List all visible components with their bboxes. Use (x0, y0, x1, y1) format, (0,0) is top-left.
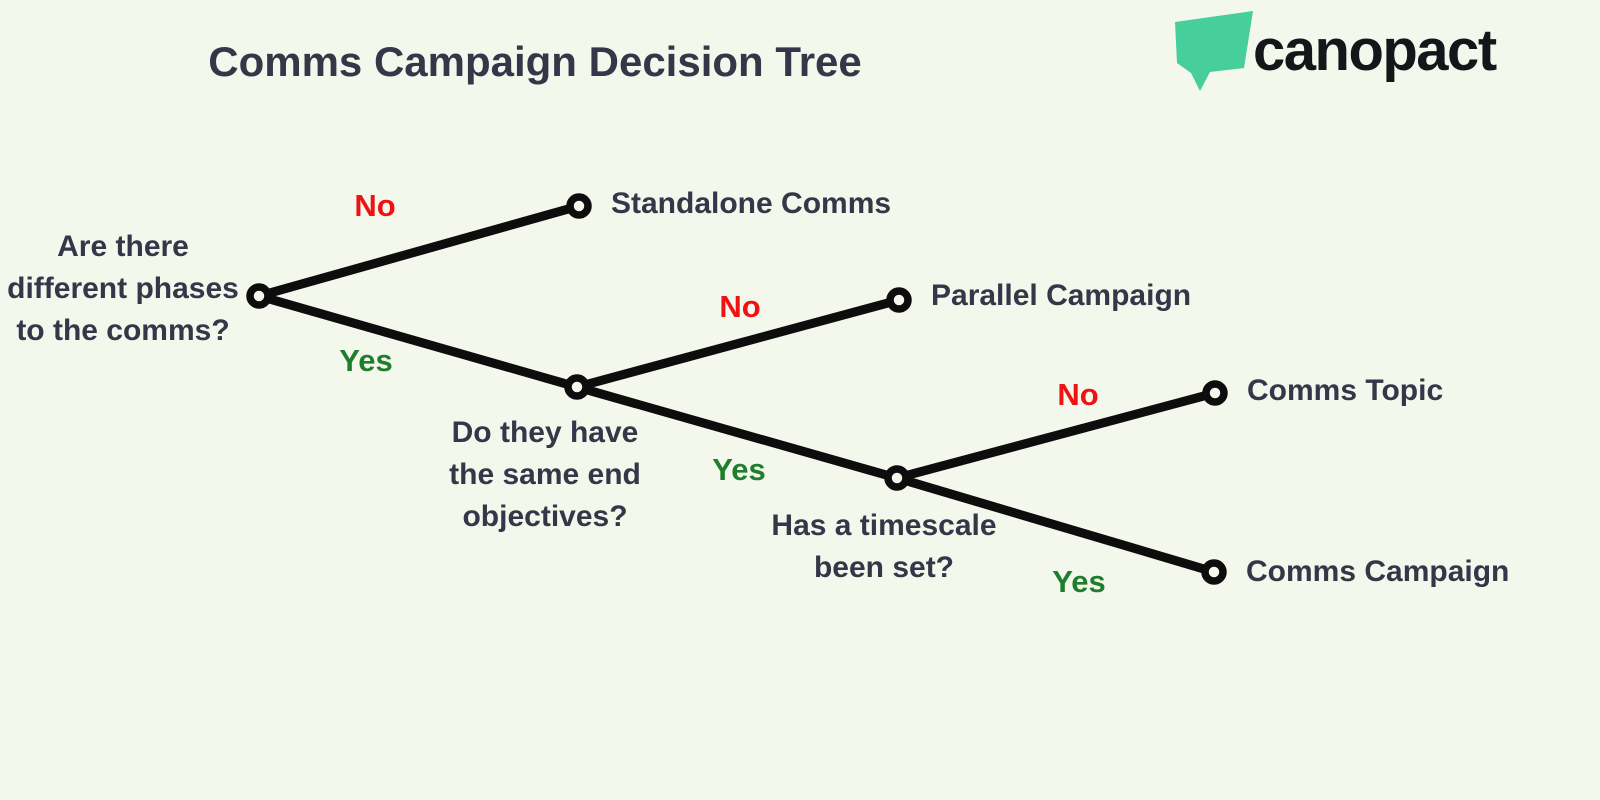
question-line: Has a timescale (771, 509, 997, 542)
edge-q3-no (892, 388, 1220, 483)
question-line: the same end (449, 458, 641, 491)
edge-q3-yes (892, 473, 1219, 577)
outcome-comms-topic: Comms Topic (1247, 374, 1444, 407)
question-text-q1: Are there different phases to the comms? (3, 226, 243, 352)
node-comms-campaign (1201, 559, 1227, 585)
page-title: Comms Campaign Decision Tree (208, 38, 862, 85)
question-line: been set? (813, 551, 955, 584)
edge-q1-yes (254, 291, 582, 392)
edge-q2-yes (572, 382, 902, 483)
branch-label-yes-1: Yes (339, 343, 393, 378)
question-line: Are there (57, 230, 189, 263)
branch-label-no-2: No (719, 289, 761, 324)
edge-q2-no (572, 295, 904, 392)
branch-label-no-3: No (1057, 377, 1099, 412)
branch-label-yes-3: Yes (1052, 564, 1106, 599)
branch-label-yes-2: Yes (712, 452, 766, 487)
branch-label-no-1: No (354, 188, 396, 223)
node-comms-topic (1202, 380, 1228, 406)
brand-logo: canopact (1150, 5, 1550, 100)
node-q2 (564, 374, 590, 400)
question-text-q2: Do they have the same end objectives? (425, 412, 665, 538)
question-line: objectives? (462, 500, 628, 533)
question-line: to the comms? (16, 314, 230, 347)
node-q3 (884, 465, 910, 491)
question-line: Do they have (451, 416, 639, 449)
node-parallel-campaign (886, 287, 912, 313)
speech-bubble-icon (1175, 11, 1253, 91)
node-q1 (246, 283, 272, 309)
outcome-parallel-campaign: Parallel Campaign (931, 279, 1192, 312)
question-text-q3: Has a timescale been set? (744, 505, 1024, 589)
brand-name: canopact (1253, 18, 1497, 83)
outcome-comms-campaign: Comms Campaign (1246, 555, 1510, 588)
question-line: different phases (7, 272, 239, 305)
edge-q1-no (254, 201, 584, 301)
node-standalone-comms (566, 193, 592, 219)
outcome-standalone-comms: Standalone Comms (611, 187, 892, 220)
